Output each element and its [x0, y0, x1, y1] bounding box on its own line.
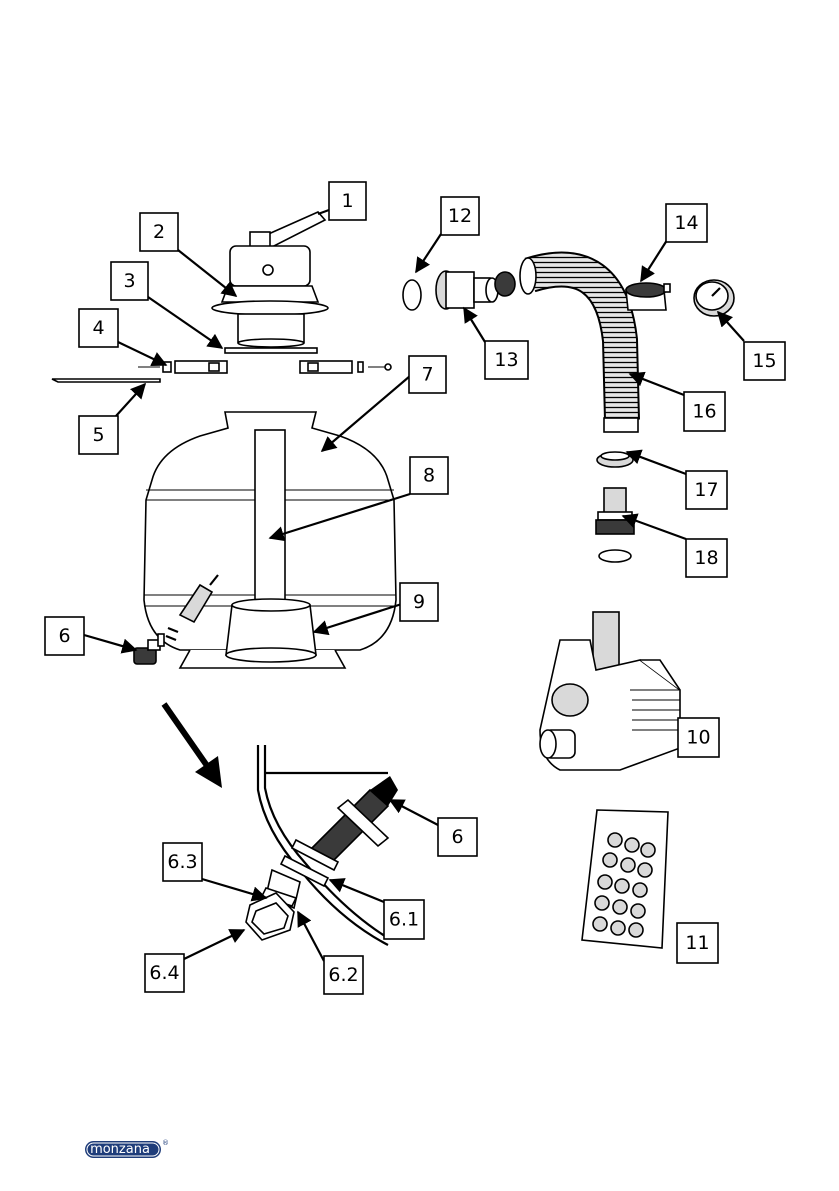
callout-6-3: 6.3: [163, 843, 202, 881]
brand-logo-mark: ®: [162, 1139, 169, 1147]
callout-6-4: 6.4: [145, 954, 184, 992]
o-ring-illustration: [403, 280, 421, 310]
callout-18-label: 18: [694, 547, 718, 569]
callout-1: 1: [329, 182, 366, 220]
callout-14-label: 14: [674, 212, 698, 234]
callout-7-label: 7: [421, 364, 433, 386]
callout-9: 9: [400, 583, 438, 621]
filter-balls-bag-illustration: [582, 810, 668, 948]
clamp-ring-illustration: [597, 452, 633, 467]
callout-17-label: 17: [694, 479, 718, 501]
clamp-illustration: [138, 361, 391, 373]
callout-17: 17: [686, 471, 727, 509]
callout-4: 4: [79, 309, 118, 347]
callout-8: 8: [410, 457, 448, 494]
callout-13-label: 13: [494, 349, 518, 371]
callout-6-detail: 6: [438, 818, 477, 856]
callout-10-label: 10: [686, 727, 710, 749]
callout-9-label: 9: [413, 591, 425, 613]
callout-6-4-label: 6.4: [149, 962, 179, 984]
callout-6: 6: [45, 617, 84, 655]
callout-6-label: 6: [58, 625, 70, 647]
callout-15: 15: [744, 342, 785, 380]
filter-tank-illustration: [144, 412, 396, 668]
callout-16: 16: [684, 392, 725, 431]
brand-logo-text: monzana: [90, 1142, 150, 1157]
drain-detail-illustration: [246, 745, 398, 945]
callout-2-label: 2: [153, 221, 165, 243]
callout-6-2: 6.2: [324, 956, 363, 994]
callout-5-label: 5: [92, 424, 104, 446]
callout-4-label: 4: [92, 317, 104, 339]
callout-11-label: 11: [685, 932, 709, 954]
callout-6-1: 6.1: [384, 900, 424, 939]
callout-15-label: 15: [752, 350, 776, 372]
callout-8-label: 8: [423, 465, 435, 487]
callout-3-label: 3: [123, 270, 135, 292]
brand-logo: monzana ®: [85, 1139, 169, 1158]
callout-6-3-label: 6.3: [167, 851, 197, 873]
callout-14: 14: [666, 204, 707, 242]
pressure-gauge-illustration: [694, 280, 734, 316]
arrow-icon: [195, 756, 222, 788]
callout-6-2-label: 6.2: [328, 964, 358, 986]
callout-1-label: 1: [341, 190, 353, 212]
corrugated-hose-illustration: [520, 258, 638, 432]
center-pipe-illustration: [255, 430, 285, 605]
callout-10: 10: [678, 718, 719, 757]
callout-11: 11: [677, 923, 718, 963]
callout-13: 13: [485, 341, 528, 379]
hose-adapter-illustration: [436, 271, 515, 309]
multiport-valve-illustration: [212, 212, 328, 347]
callout-12: 12: [441, 197, 479, 235]
threaded-connector-illustration: [596, 488, 634, 562]
pump-illustration: [540, 612, 680, 770]
callout-6-1-label: 6.1: [389, 909, 419, 931]
base-plate-illustration: [52, 379, 160, 382]
callout-3: 3: [111, 262, 148, 300]
callout-6-detail-label: 6: [451, 826, 463, 848]
callout-5: 5: [79, 416, 118, 454]
callout-12-label: 12: [448, 205, 472, 227]
callout-18: 18: [686, 539, 727, 577]
valve-gasket-illustration: [225, 348, 317, 353]
callout-16-label: 16: [692, 401, 716, 423]
callout-2: 2: [140, 213, 178, 251]
callout-7: 7: [409, 356, 446, 393]
hose-clamp-illustration: [626, 283, 670, 310]
